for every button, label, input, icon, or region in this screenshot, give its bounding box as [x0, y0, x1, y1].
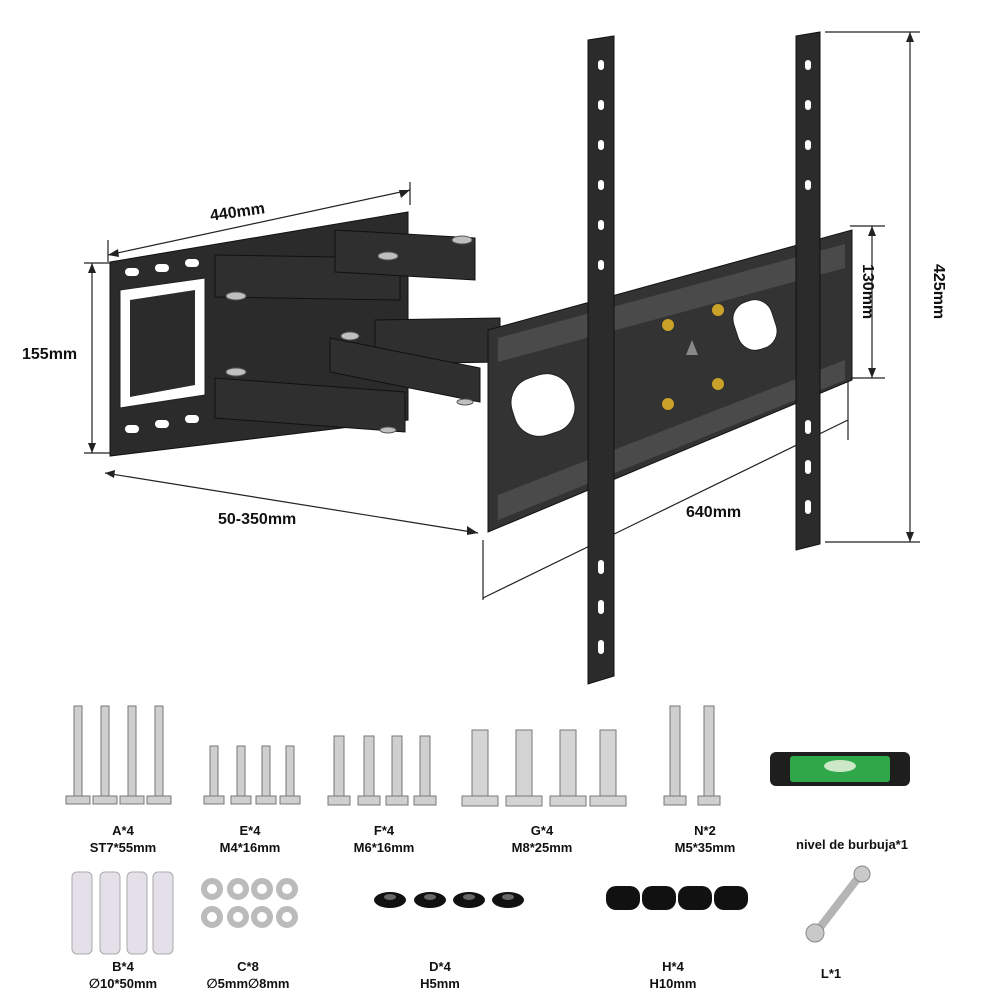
tv-plate-width-label: 640mm — [686, 504, 742, 521]
spacer-h-icon — [606, 886, 748, 910]
rail-spacing-label: 130mm — [859, 264, 876, 320]
screw-f-icon — [327, 735, 437, 806]
part-level-label: nivel de burbuja*1 — [796, 837, 908, 852]
wrench-icon — [805, 865, 871, 943]
swing-arms — [214, 229, 501, 433]
part-c-label: C*8∅5mm∅8mm — [206, 959, 290, 991]
screw-n-icon — [663, 705, 721, 806]
plate-height-label: 155mm — [22, 346, 78, 363]
screw-e-icon — [203, 745, 301, 805]
screw-a-icon — [65, 705, 172, 805]
tv-plate — [487, 229, 853, 533]
extension-label: 50-350mm — [218, 511, 297, 528]
bracket-height-label: 425mm — [930, 264, 947, 320]
bubble-level-icon — [770, 752, 910, 786]
spacer-d-icon — [374, 892, 524, 908]
part-l-label: L*1 — [820, 966, 842, 981]
washer-c-icon — [201, 878, 298, 928]
screw-g-icon — [461, 729, 627, 807]
tv-mount-illustration — [84, 31, 920, 685]
part-b-label: B*4∅10*50mm — [88, 959, 158, 991]
wall-anchor-b-icon — [71, 871, 174, 955]
vertical-rails — [587, 31, 821, 685]
